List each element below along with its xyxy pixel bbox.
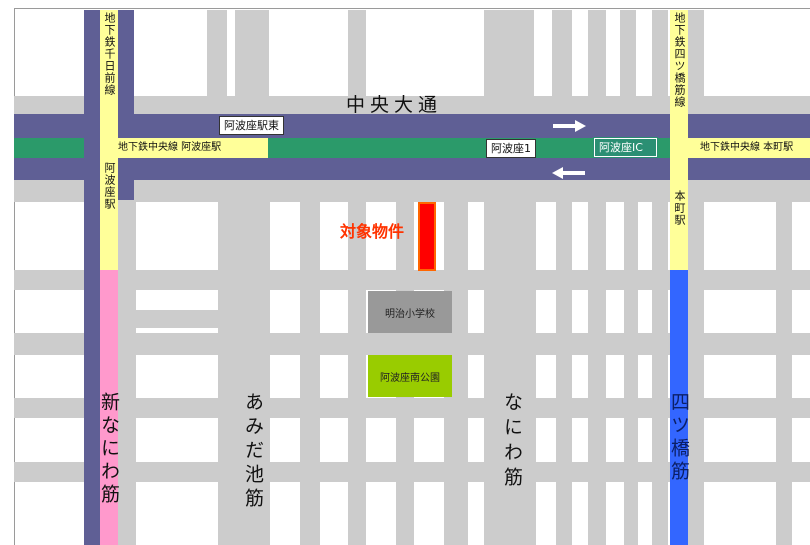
street-v-10 [520, 200, 536, 545]
awaza-east-sign: 阿波座駅東 [219, 116, 284, 135]
street-v-13 [520, 10, 534, 96]
chuo-line-awaza-label: 地下鉄中央線 阿波座駅 [118, 142, 222, 153]
street-v-20 [688, 10, 704, 545]
left-avenue-west [84, 10, 100, 545]
street-v-7 [348, 200, 366, 545]
street-v-amidaike [236, 200, 270, 545]
yotsubashi-line-label: 地下鉄四ツ橋筋線 [673, 12, 686, 108]
street-v-14 [552, 10, 572, 96]
street-v-3 [218, 200, 236, 545]
street-v-4 [235, 10, 269, 96]
shin-naniwa-label: 新なにわ筋 [98, 392, 120, 507]
chuo-odori-south-lane [14, 158, 810, 180]
street-v-15 [588, 10, 606, 96]
street-v-1 [118, 200, 136, 545]
meiji-school-block: 明治小学校 [368, 291, 452, 333]
street-h-north [14, 96, 810, 114]
awaza-south-park-label: 阿波座南公園 [380, 372, 440, 384]
street-v-11 [556, 200, 572, 545]
left-avenue-east [118, 10, 134, 200]
street-v-17 [624, 200, 638, 545]
awaza-ic-sign: 阿波座IC [593, 137, 658, 158]
chuo-odori-label: 中央大通 [346, 94, 443, 116]
street-v-5 [300, 200, 320, 545]
street-v-6 [348, 10, 366, 96]
street-v-naniwa [484, 10, 520, 96]
street-v-18 [652, 10, 668, 96]
sennichimae-line-label: 地下鉄千日前線 [103, 12, 116, 96]
arrow-east-icon [553, 120, 586, 132]
amidaike-label: あみだ池筋 [242, 392, 264, 512]
naniwa-label: なにわ筋 [501, 392, 523, 492]
yotsubashi-station-label: 本町駅 [673, 190, 686, 226]
yotsubashi-label: 四ツ橋筋 [668, 392, 690, 484]
awaza-station-label-bg [100, 138, 268, 158]
street-v-2 [207, 10, 227, 96]
chuo-line-honmachi-label: 地下鉄中央線 本町駅 [700, 142, 794, 153]
honmachi-station-label-bg [670, 138, 810, 158]
arrow-west-icon [552, 167, 585, 179]
street-v-naniwa-s [484, 200, 520, 545]
street-h-south-of-avenue [14, 180, 810, 202]
street-v-19 [652, 200, 668, 545]
street-v-12 [588, 200, 606, 545]
awaza-1-sign: 阿波座1 [486, 139, 536, 158]
sennichimae-station-label: 阿波座駅 [103, 162, 116, 210]
yotsubashi-road-band [670, 270, 688, 545]
target-property-marker [418, 202, 436, 271]
street-v-21 [776, 200, 792, 545]
awaza-south-park-block: 阿波座南公園 [368, 355, 452, 397]
target-property-label: 対象物件 [340, 222, 405, 241]
street-h-left-block [136, 310, 218, 328]
meiji-school-label: 明治小学校 [385, 308, 435, 320]
shin-naniwa-road-band [100, 270, 118, 545]
street-v-16 [620, 10, 636, 96]
